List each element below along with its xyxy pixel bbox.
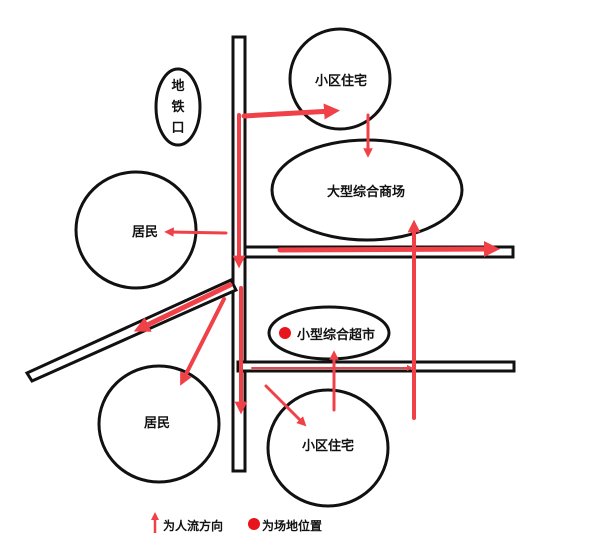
residential-area-top (288, 27, 392, 131)
metro-label-2: 铁 (170, 99, 184, 115)
residents-area-bottom (97, 364, 221, 484)
site-location-marker (279, 327, 291, 339)
residential-top-label: 小区住宅 (315, 73, 367, 89)
flow-arrow-east-road (277, 241, 500, 258)
residents-bottom-label: 居民 (144, 416, 170, 431)
residents-left-label: 居民 (132, 225, 158, 240)
residents-area-left (74, 170, 198, 290)
metro-label-1: 地 (171, 78, 184, 94)
flow-arrow-along-diagonal (133, 282, 233, 332)
mall-label: 大型综合商场 (327, 184, 405, 200)
residential-bottom-label: 小区住宅 (302, 438, 354, 454)
legend-site-text: 为场地位置 (262, 518, 322, 533)
red-dot-icon (248, 518, 260, 530)
people-flow-arrows (133, 103, 500, 427)
flow-arrow-to-residential-bottom (264, 384, 307, 427)
metro-label-3: 口 (171, 121, 184, 136)
metro-entrance (154, 67, 202, 147)
lower-horizontal-road (236, 360, 516, 373)
flow-arrow-to-residential-top (241, 103, 340, 120)
legend: 为人流方向 为场地位置 (150, 511, 322, 533)
supermarket-label: 小型综合超市 (297, 327, 375, 343)
flow-arrow-to-residents-left (164, 227, 228, 237)
flow-arrow-to-residents-bottom (180, 297, 226, 386)
legend-flow-text: 为人流方向 (163, 518, 223, 533)
small-supermarket (267, 305, 391, 361)
